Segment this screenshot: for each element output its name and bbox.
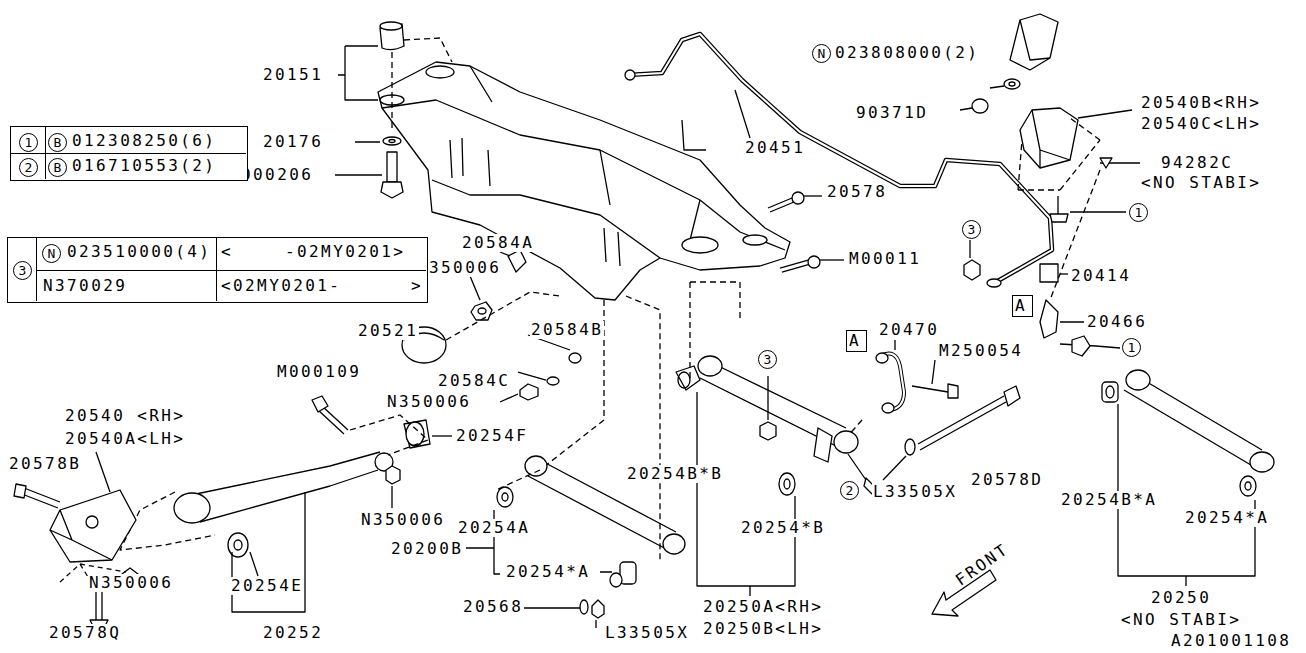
part-number: L33505X — [872, 483, 958, 501]
part-number: 20252 — [262, 624, 324, 642]
callout-number: B — [48, 133, 67, 152]
part-number: 20451 — [744, 139, 806, 157]
part-number: 20578Q — [48, 624, 122, 642]
part-number: 20584C — [437, 372, 511, 390]
part-number: 20250A<RH> — [702, 598, 824, 616]
callout-number: 3 — [758, 350, 777, 369]
callout-number: 2 — [840, 481, 859, 500]
table-rule — [11, 153, 246, 154]
part-number: 20151 — [262, 66, 324, 84]
part-number: 20578 — [826, 183, 888, 201]
table-cell-text: -02MY0201> — [284, 243, 406, 261]
part-number: 20414 — [1070, 267, 1132, 285]
part-number: 94282C — [1160, 154, 1234, 172]
table-cell-text: 023510000(4) — [66, 243, 212, 261]
part-number: 20254*B — [740, 519, 826, 537]
part-number: 20176 — [262, 133, 324, 151]
table-cell-text: > — [410, 277, 424, 295]
table-cell-text: 016710553(2) — [71, 157, 217, 175]
callout-number: N — [812, 44, 831, 63]
table-cell-text: A — [849, 332, 861, 350]
part-number: N350006 — [416, 259, 502, 277]
part-number: 20254B*A — [1060, 491, 1158, 509]
part-number: M00011 — [848, 250, 922, 268]
part-number: 20521 — [357, 322, 419, 340]
part-number: N350006 — [386, 393, 472, 411]
callout-number: 3 — [13, 261, 32, 280]
part-number: 20540C<LH> — [1140, 115, 1262, 133]
callout-number: 1 — [1122, 338, 1141, 357]
callout-number: 2 — [19, 158, 38, 177]
part-number: 20584B — [530, 321, 604, 339]
part-number: 20250B<LH> — [702, 620, 824, 638]
part-number: <NO STABI> — [1120, 611, 1242, 629]
part-number: 20470 — [878, 321, 940, 339]
table-cell-text: 012308250(6) — [71, 132, 217, 150]
part-number: 20254A — [457, 519, 531, 537]
part-number: <NO STABI> — [1140, 174, 1262, 192]
part-number: 20540B<RH> — [1140, 94, 1262, 112]
part-number: 20540 <RH> — [64, 407, 186, 425]
callout-number: B — [48, 158, 67, 177]
part-number: 20578D — [970, 471, 1044, 489]
part-number: 20254E — [230, 577, 304, 595]
table-cell-text: <02MY0201- — [220, 277, 342, 295]
table-cell-text: A — [1015, 297, 1027, 315]
callout-number: N — [42, 244, 61, 263]
table-cell-text: < — [220, 243, 234, 261]
part-number: 20200B — [390, 540, 464, 558]
part-number: A201001108 — [1170, 632, 1292, 650]
part-number: 20250 — [1150, 589, 1212, 607]
part-number: M250054 — [938, 342, 1024, 360]
part-number: 20254*A — [505, 563, 591, 581]
callout-number: 1 — [19, 133, 38, 152]
part-number: L33505X — [604, 624, 690, 642]
part-number: 20540A<LH> — [64, 430, 186, 448]
table-rule — [36, 270, 426, 271]
reference-box: A — [1012, 295, 1033, 317]
part-number: 20254F — [455, 427, 529, 445]
part-number: 20568 — [462, 598, 524, 616]
part-number: 023808000(2) — [834, 44, 980, 62]
callout-number: 1 — [1129, 203, 1148, 222]
part-number: 20584A — [461, 234, 535, 252]
part-number: 90371D — [855, 104, 929, 122]
part-number: N350006 — [360, 511, 446, 529]
part-number: 20466 — [1086, 313, 1148, 331]
fastener-table: 1B012308250(6) 2B016710553(2) — [10, 126, 248, 181]
reference-box: A — [846, 330, 867, 352]
part-number: 20254B*B — [626, 465, 724, 483]
part-number: 20578B — [8, 455, 82, 473]
part-number: N350006 — [88, 574, 174, 592]
fastener-table: 3N 023510000(4) < -02MY0201> N370029 <02MY020… — [7, 237, 428, 303]
callout-number: 3 — [962, 220, 981, 239]
part-number: 20254*A — [1184, 509, 1270, 527]
part-number: M000109 — [276, 363, 362, 381]
table-cell-text: N370029 — [42, 277, 128, 295]
